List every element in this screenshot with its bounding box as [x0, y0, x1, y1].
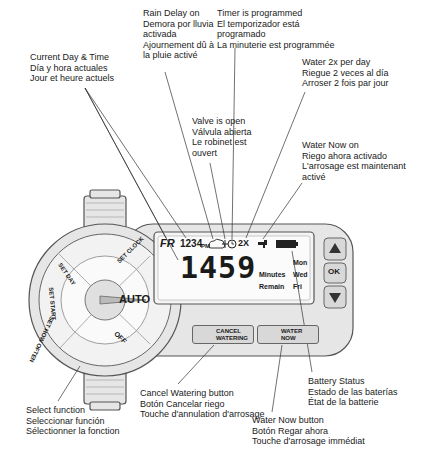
water-twice-callout: Water 2x per dayRiegue 2 veces al díaArr…: [302, 57, 442, 89]
day-indicator: Mon: [293, 259, 307, 266]
callout-text: Arroser 2 fois par jour: [302, 78, 442, 89]
water-now-on-callout: Water Now onRiego ahora activadoL'arrosa…: [302, 140, 422, 182]
day-indicator: Wed: [293, 271, 308, 278]
callout-text: Rain Delay on: [143, 8, 217, 19]
main-digits: 1459: [180, 253, 256, 283]
callout-text: Jour et heure actuels: [30, 73, 150, 84]
day-readout: FR: [160, 238, 175, 249]
water-now-button-callout: Water Now buttonBotón Regar ahoraTouche …: [252, 415, 382, 447]
callout-text: Current Day & Time: [30, 52, 150, 63]
callout-text: Riego ahora activado: [302, 151, 422, 162]
callout-text: Válvula abierta: [192, 127, 258, 138]
remain-indicator: Remain: [259, 283, 284, 290]
unit-indicator: Minutes: [259, 271, 285, 278]
valve-callout: Valve is openVálvula abiertaLe robinet e…: [192, 116, 258, 158]
callout-text: Seleccionar función: [26, 416, 126, 427]
callout-text: Demora por lluvia activada: [143, 19, 217, 40]
callout-text: El temporizador está programado: [217, 19, 345, 40]
twice-indicator: 2X: [238, 239, 249, 248]
callout-text: Estado de las baterías: [308, 387, 443, 398]
callout-text: Water Now on: [302, 140, 422, 151]
callout-text: État de la batterie: [308, 397, 443, 408]
dial-label: AUTO: [119, 294, 150, 305]
select-function-callout: Select functionSeleccionar funciónSélect…: [26, 405, 126, 437]
callout-text: L'arrosage est maintenant activé: [302, 161, 422, 182]
callout-text: Sélectionner la fonction: [26, 426, 126, 437]
battery-callout: Battery StatusEstado de las bateríasÉtat…: [308, 376, 443, 408]
callout-text: Día y hora actuales: [30, 63, 150, 74]
timer-callout: Timer is programmedEl temporizador está …: [217, 8, 345, 50]
button-text: WATER NOW: [281, 328, 315, 341]
callout-text: La minuterie est programmée: [217, 40, 345, 51]
callout-text: Select function: [26, 405, 126, 416]
callout-text: Water 2x per day: [302, 57, 442, 68]
day-indicator: Fri: [293, 283, 302, 290]
cancel-watering-button: CANCEL WATERING: [192, 325, 254, 344]
callout-text: Touche d'arrosage immédiat: [252, 436, 382, 447]
button-text: CANCEL WATERING: [216, 328, 250, 341]
water-now-button: WATER NOW: [257, 325, 319, 344]
callout-text: Le robinet est ouvert: [192, 137, 258, 158]
current-time-callout: Current Day & TimeDía y hora actualesJou…: [30, 52, 150, 84]
rain-delay-callout: Rain Delay onDemora por lluvia activadaA…: [143, 8, 217, 61]
ok-button-label: OK: [328, 268, 340, 276]
callout-text: Riegue 2 veces al día: [302, 68, 442, 79]
callout-text: Water Now button: [252, 415, 382, 426]
callout-text: Botón Regar ahora: [252, 426, 382, 437]
clock-readout: 1234: [180, 239, 202, 249]
callout-text: Battery Status: [308, 376, 443, 387]
callout-text: Timer is programmed: [217, 8, 345, 19]
callout-text: Ajournement dû à la pluie activé: [143, 40, 217, 61]
callout-text: Touche d'annulation d'arrosage: [140, 409, 265, 420]
am-pm-indicator: PM: [201, 243, 210, 249]
cancel-button-callout: Cancel Watering buttonBotón Cancelar rie…: [140, 388, 265, 420]
callout-text: Botón Cancelar riego: [140, 399, 265, 410]
callout-text: Cancel Watering button: [140, 388, 265, 399]
callout-text: Valve is open: [192, 116, 258, 127]
